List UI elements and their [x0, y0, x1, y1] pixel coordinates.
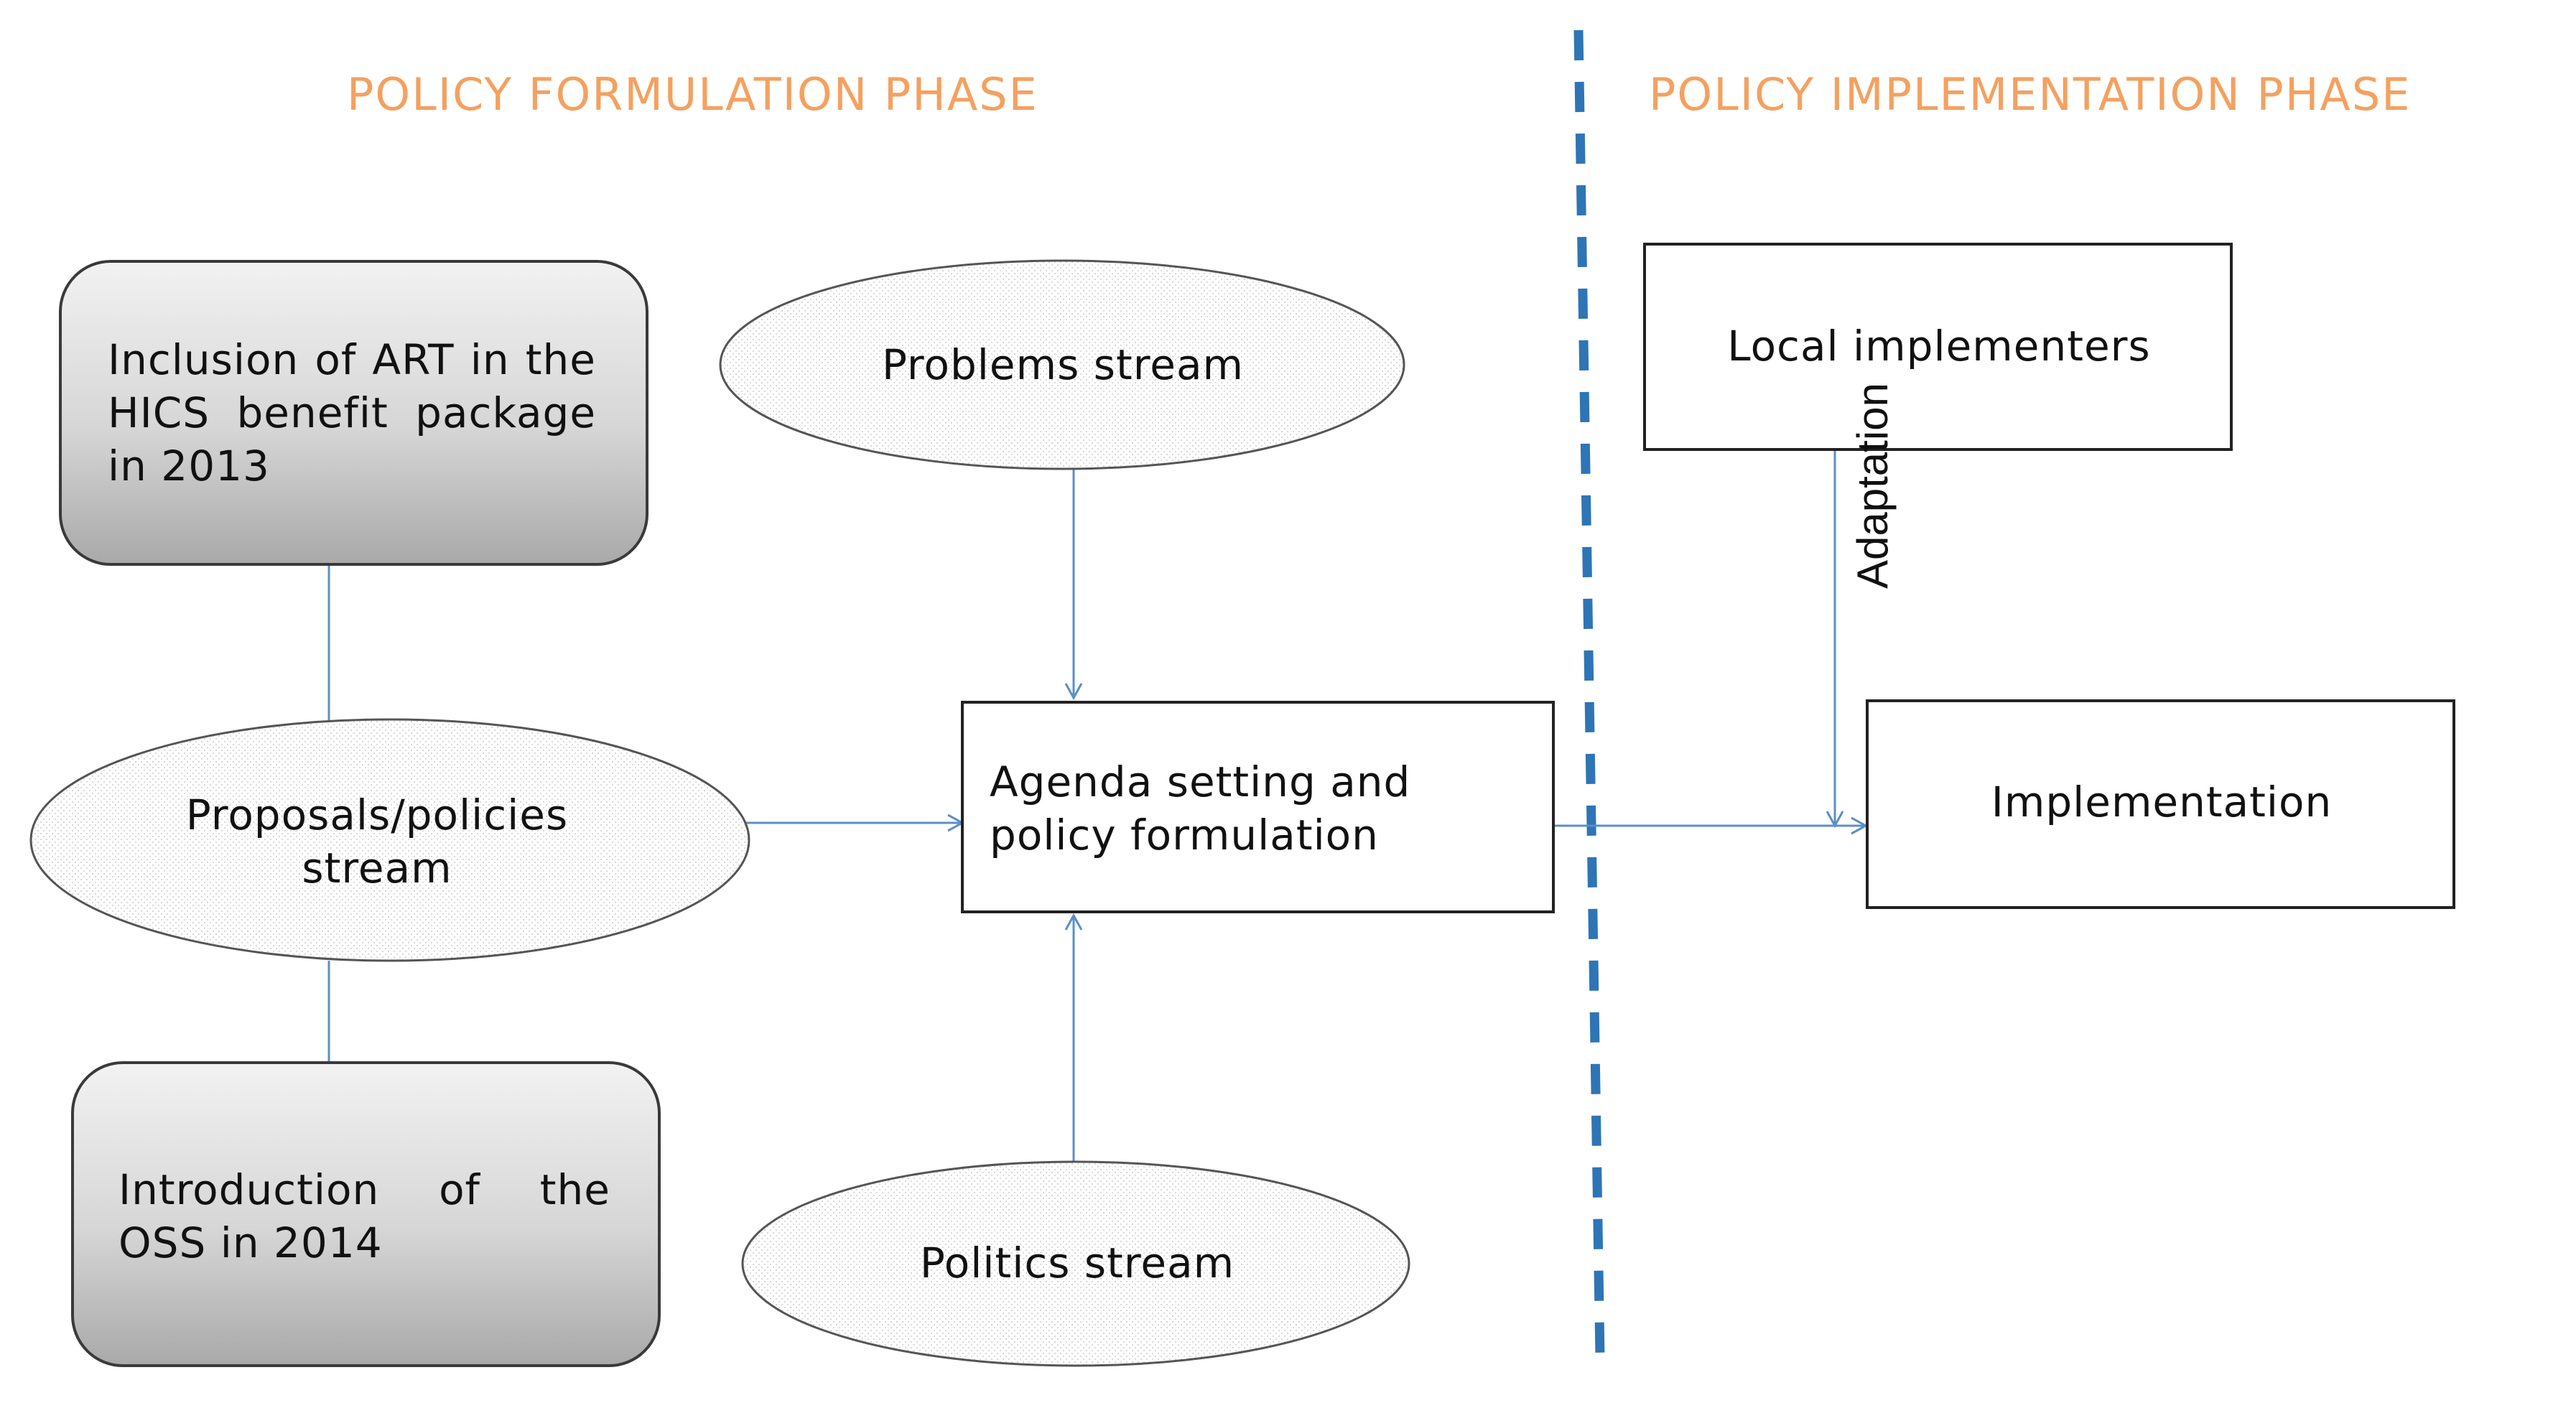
- local-implementers-box: [1643, 243, 2233, 451]
- problems-stream-ellipse: [719, 259, 1405, 470]
- politics-stream-label: Politics stream: [919, 1239, 1235, 1287]
- phase-divider: [1573, 29, 1605, 1358]
- oss-introduction-box: [71, 1061, 661, 1367]
- local-implementers-label: Local implementers: [1727, 322, 2151, 370]
- policy-implementation-phase-title: POLICY IMPLEMENTATION PHASE: [1649, 68, 2412, 121]
- adaptation-label: Adaptation: [1849, 383, 1897, 589]
- politics-stream-ellipse: [741, 1160, 1410, 1367]
- agenda-setting-box: [961, 701, 1555, 913]
- oss-introduction-label: Introduction of the OSS in 2014: [118, 1165, 610, 1267]
- implementation-label: Implementation: [1991, 778, 2333, 826]
- art-inclusion-box: [59, 260, 648, 566]
- implementation-box: [1866, 699, 2455, 909]
- proposals-stream-label: Proposals/policies stream: [185, 791, 569, 892]
- proposals-stream-ellipse: [29, 718, 750, 962]
- problems-stream-label: Problems stream: [881, 340, 1245, 389]
- agenda-setting-label: Agenda setting and policy formulation: [990, 758, 1411, 859]
- art-inclusion-label: Inclusion of ART in the HICS benefit pac…: [108, 335, 596, 490]
- policy-formulation-phase-title: POLICY FORMULATION PHASE: [347, 68, 1038, 121]
